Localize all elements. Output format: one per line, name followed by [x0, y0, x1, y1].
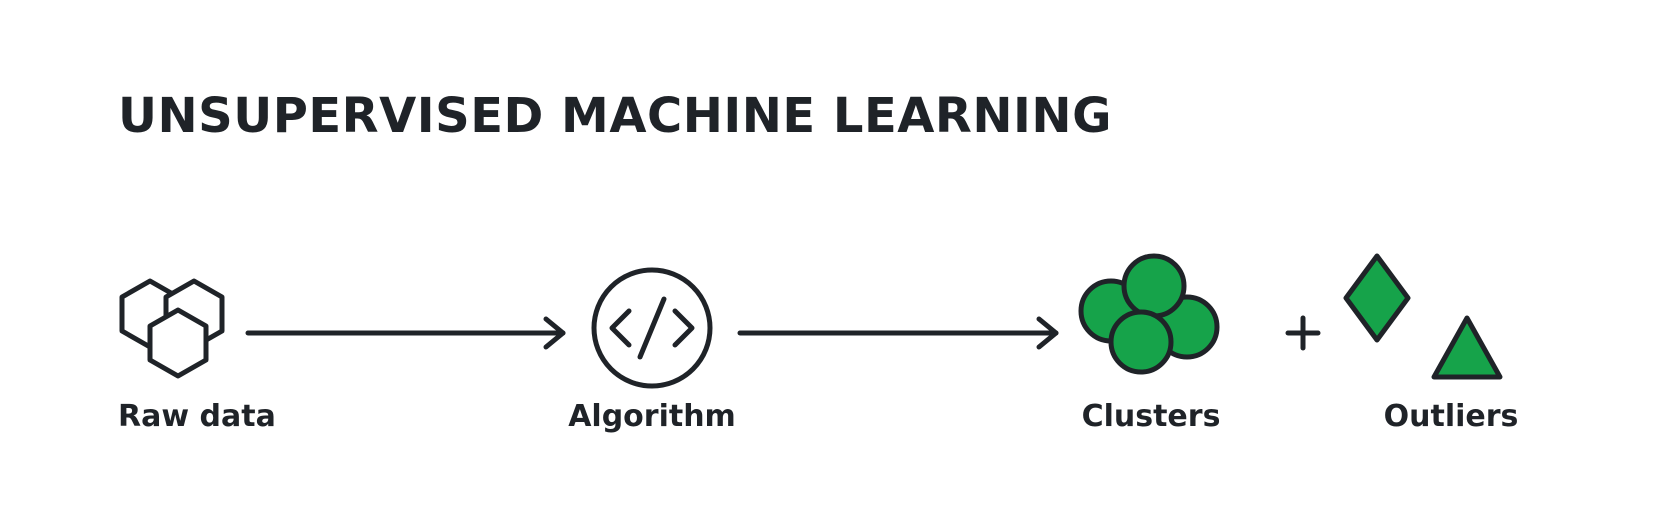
arrow-right-icon — [737, 316, 1059, 350]
raw-data-label: Raw data — [118, 399, 276, 434]
clusters-label: Clusters — [1081, 399, 1221, 434]
cluster-circles-icon — [1078, 253, 1220, 375]
outliers-label: Outliers — [1383, 399, 1519, 434]
code-circle-icon — [591, 267, 713, 389]
page-title: UNSUPERVISED MACHINE LEARNING — [118, 88, 1112, 144]
hexagons-icon — [119, 278, 225, 379]
arrow-right-icon — [245, 316, 566, 350]
triangle-shape — [1431, 315, 1503, 380]
cluster-circle — [1108, 309, 1174, 375]
hexagon-shape — [147, 307, 209, 379]
plus-icon — [1285, 315, 1321, 351]
diamond-shape — [1343, 253, 1411, 343]
diamond-triangle-icon — [1343, 253, 1503, 380]
algorithm-label: Algorithm — [568, 399, 736, 434]
cluster-circle — [1121, 253, 1187, 319]
